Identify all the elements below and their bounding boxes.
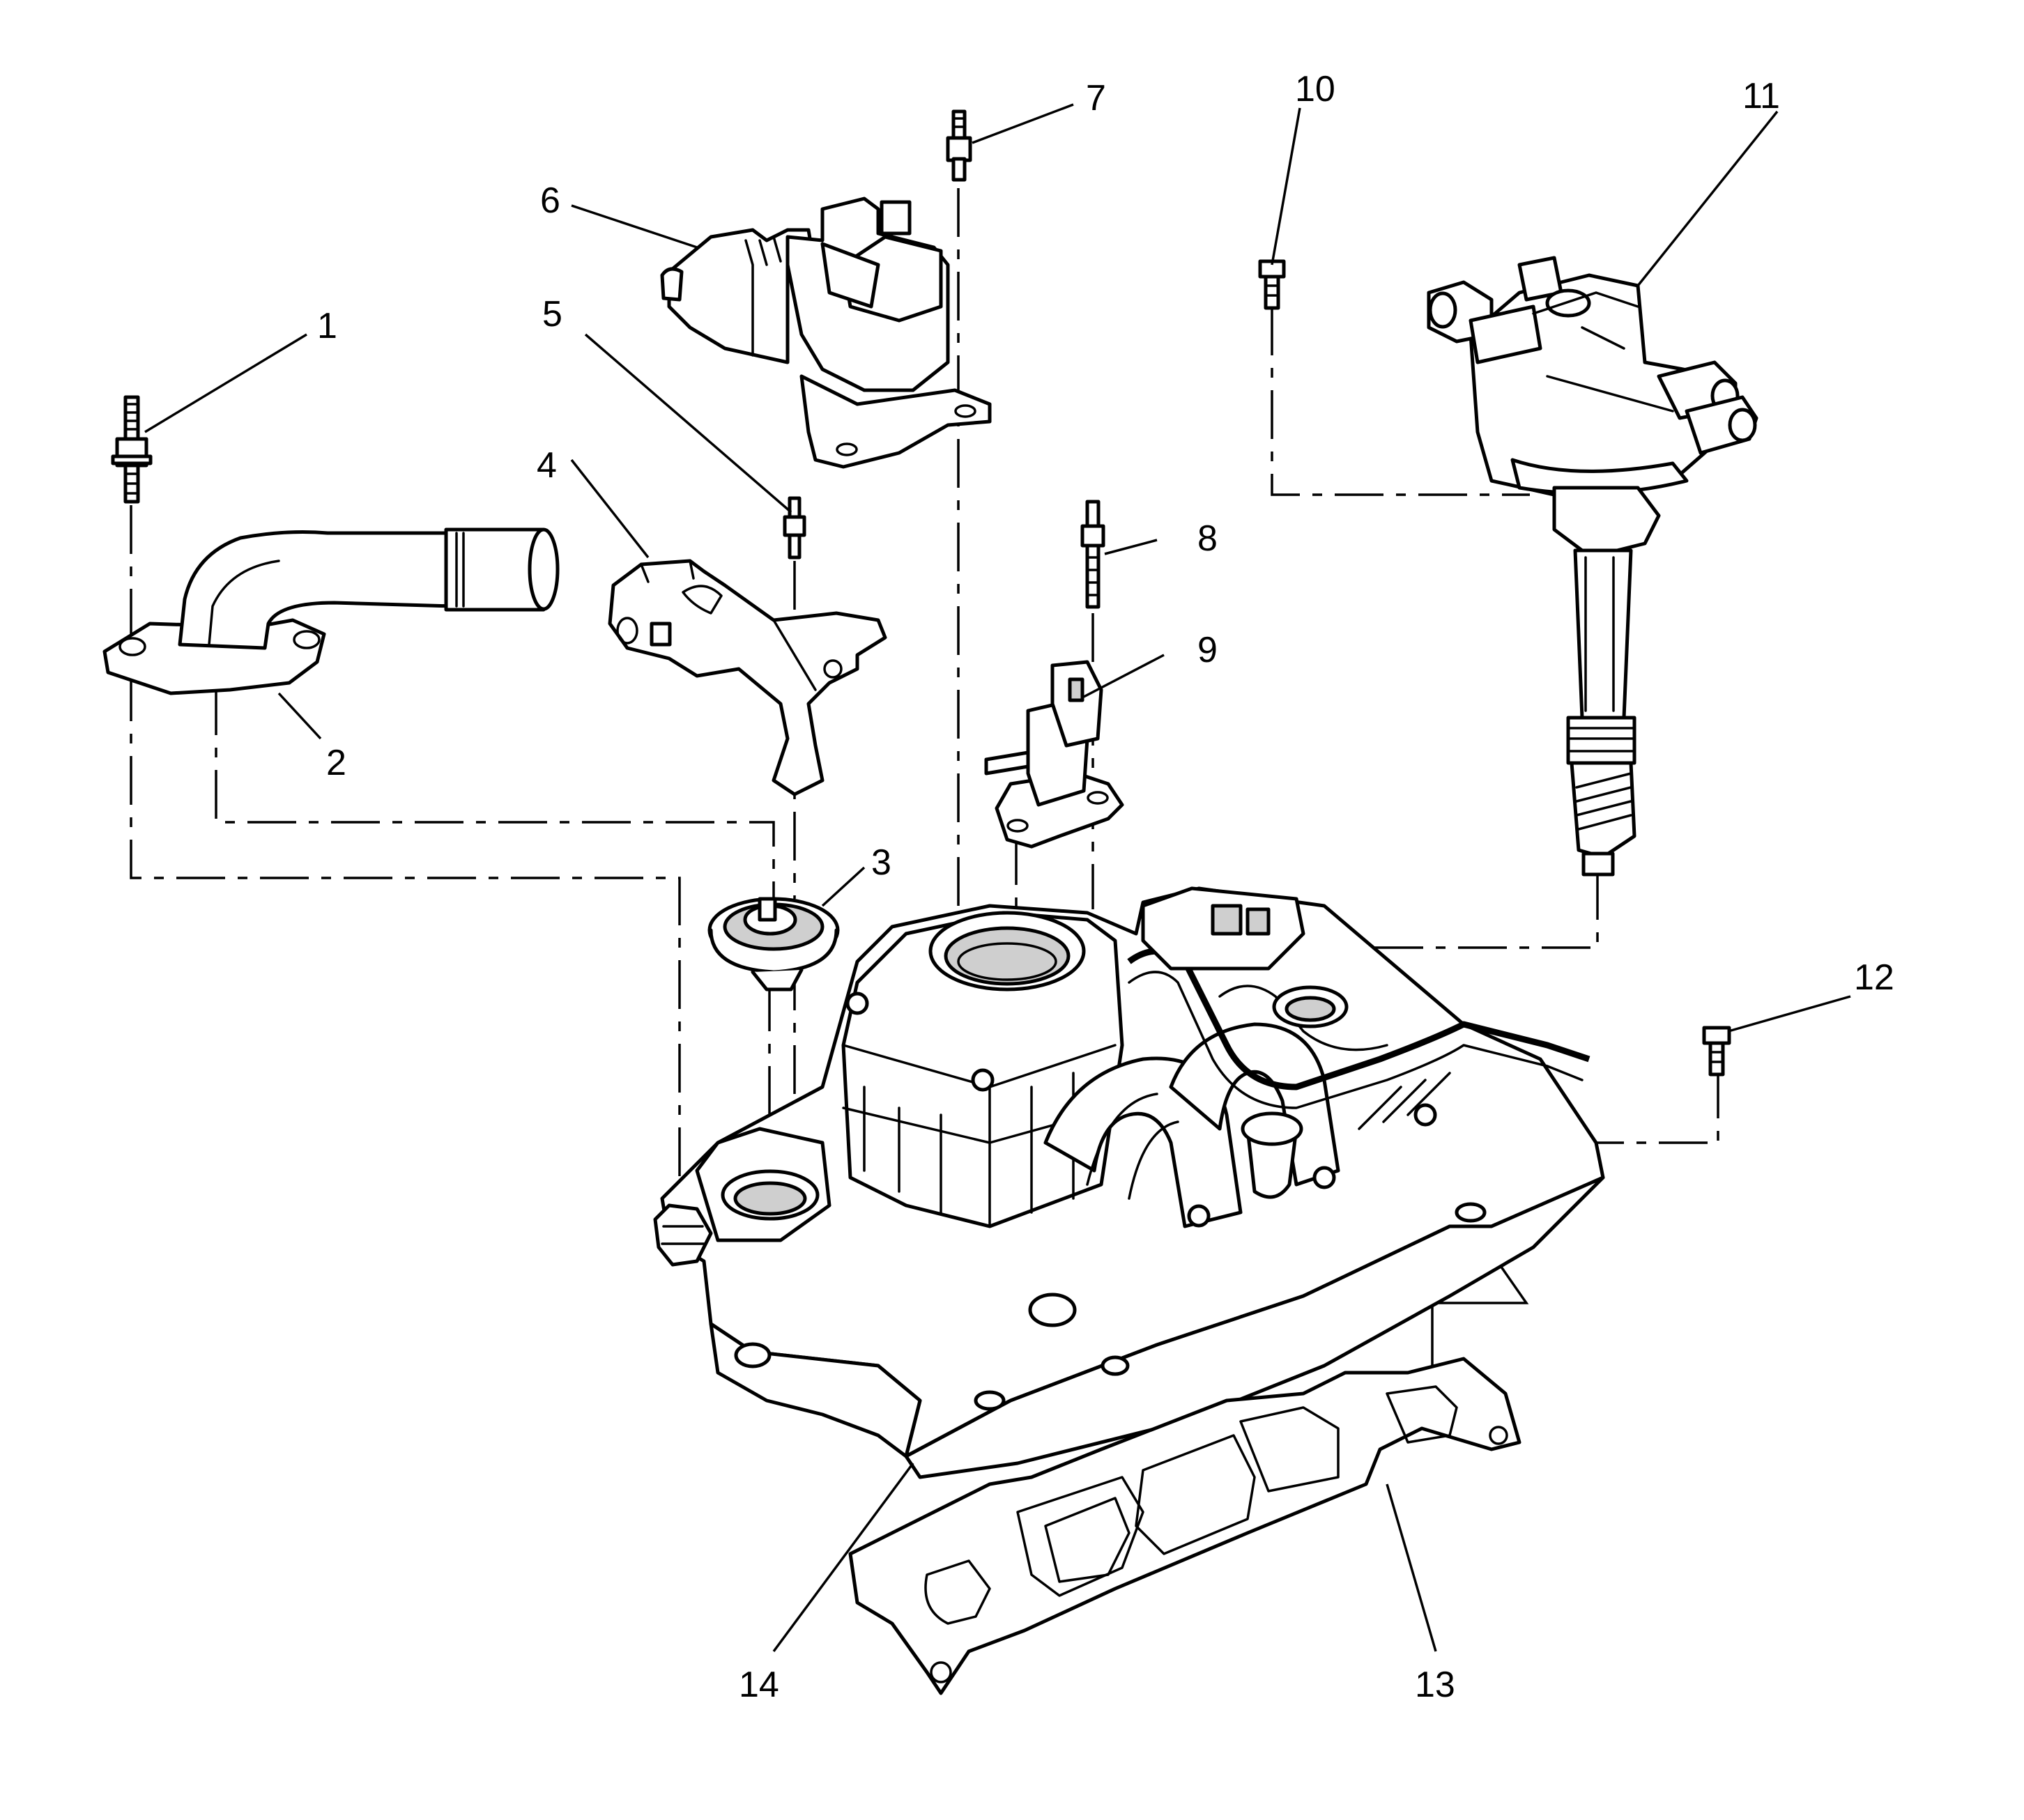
- callout-2: 2: [326, 743, 346, 783]
- callout-13: 13: [1415, 1665, 1455, 1705]
- stud-8: [1080, 500, 1105, 609]
- callout-4: 4: [537, 445, 557, 486]
- distributor: [1427, 256, 1758, 877]
- callout-1: 1: [317, 306, 337, 346]
- callout-14: 14: [739, 1665, 779, 1705]
- callout-8: 8: [1197, 518, 1218, 559]
- intake-gasket: [848, 1357, 1521, 1695]
- water-outlet: [102, 527, 560, 695]
- callout-leaders: [144, 103, 1851, 1653]
- thermostat: [707, 897, 840, 992]
- stud-5: [783, 496, 806, 560]
- bolt-10: [1258, 259, 1286, 310]
- bolt-7: [946, 109, 972, 182]
- callout-3: 3: [871, 842, 891, 883]
- callout-11: 11: [1742, 76, 1780, 116]
- callout-12: 12: [1854, 957, 1894, 998]
- callout-10: 10: [1295, 69, 1335, 109]
- bracket: [608, 559, 887, 796]
- callout-9: 9: [1197, 630, 1218, 670]
- intake-manifold: [653, 886, 1605, 1479]
- callout-5: 5: [542, 294, 562, 334]
- map-sensor: [984, 660, 1124, 849]
- bolt-12: [1702, 1026, 1731, 1077]
- callout-7: 7: [1086, 78, 1106, 118]
- callout-6: 6: [540, 180, 560, 221]
- ignition-coil: [660, 196, 992, 469]
- stud-1: [111, 395, 153, 504]
- callout-labels: 1 2 3 4 5 6 7 8 9 10 11 12 13 14: [317, 69, 1894, 1705]
